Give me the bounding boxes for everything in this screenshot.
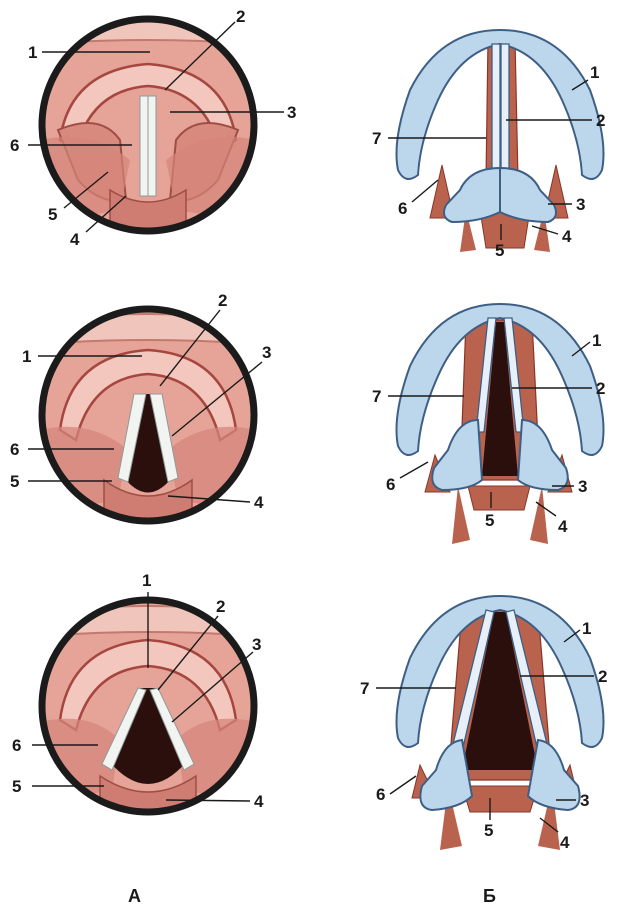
- label-3: 3: [576, 195, 585, 214]
- label-2: 2: [598, 667, 607, 686]
- label-2: 2: [216, 597, 225, 616]
- label-7: 7: [372, 129, 381, 148]
- label-3: 3: [252, 635, 261, 654]
- label-6: 6: [376, 785, 385, 804]
- label-1: 1: [582, 619, 591, 638]
- label-7: 7: [360, 679, 369, 698]
- label-1: 1: [22, 347, 31, 366]
- label-4: 4: [70, 230, 80, 249]
- label-3: 3: [580, 791, 589, 810]
- label-5: 5: [48, 205, 57, 224]
- schematic-view-closed: [397, 30, 604, 252]
- schematic-view-half-open: [397, 304, 604, 544]
- label-2: 2: [236, 7, 245, 26]
- label-6: 6: [10, 440, 19, 459]
- label-5: 5: [12, 777, 21, 796]
- label-4: 4: [254, 792, 264, 811]
- label-1: 1: [590, 63, 599, 82]
- label-5: 5: [495, 241, 504, 260]
- label-2: 2: [596, 111, 605, 130]
- endoscopic-view-half-open: [40, 308, 256, 524]
- label-4: 4: [254, 493, 264, 512]
- label-6: 6: [386, 475, 395, 494]
- label-6: 6: [12, 736, 21, 755]
- label-3: 3: [262, 343, 271, 362]
- label-6: 6: [398, 199, 407, 218]
- label-5: 5: [485, 511, 494, 530]
- label-4: 4: [562, 227, 572, 246]
- label-3: 3: [578, 477, 587, 496]
- label-1: 1: [28, 43, 37, 62]
- label-5: 5: [484, 821, 493, 840]
- label-4: 4: [558, 517, 568, 536]
- label-2: 2: [218, 291, 227, 310]
- column-label-a: А: [128, 886, 141, 906]
- label-3: 3: [287, 103, 296, 122]
- column-label-b: Б: [483, 886, 496, 906]
- label-5: 5: [10, 472, 19, 491]
- label-2: 2: [596, 379, 605, 398]
- label-1: 1: [592, 331, 601, 350]
- schematic-view-open: [397, 596, 604, 850]
- label-1: 1: [142, 571, 151, 590]
- label-7: 7: [372, 387, 381, 406]
- label-4: 4: [560, 833, 570, 852]
- label-6: 6: [10, 136, 19, 155]
